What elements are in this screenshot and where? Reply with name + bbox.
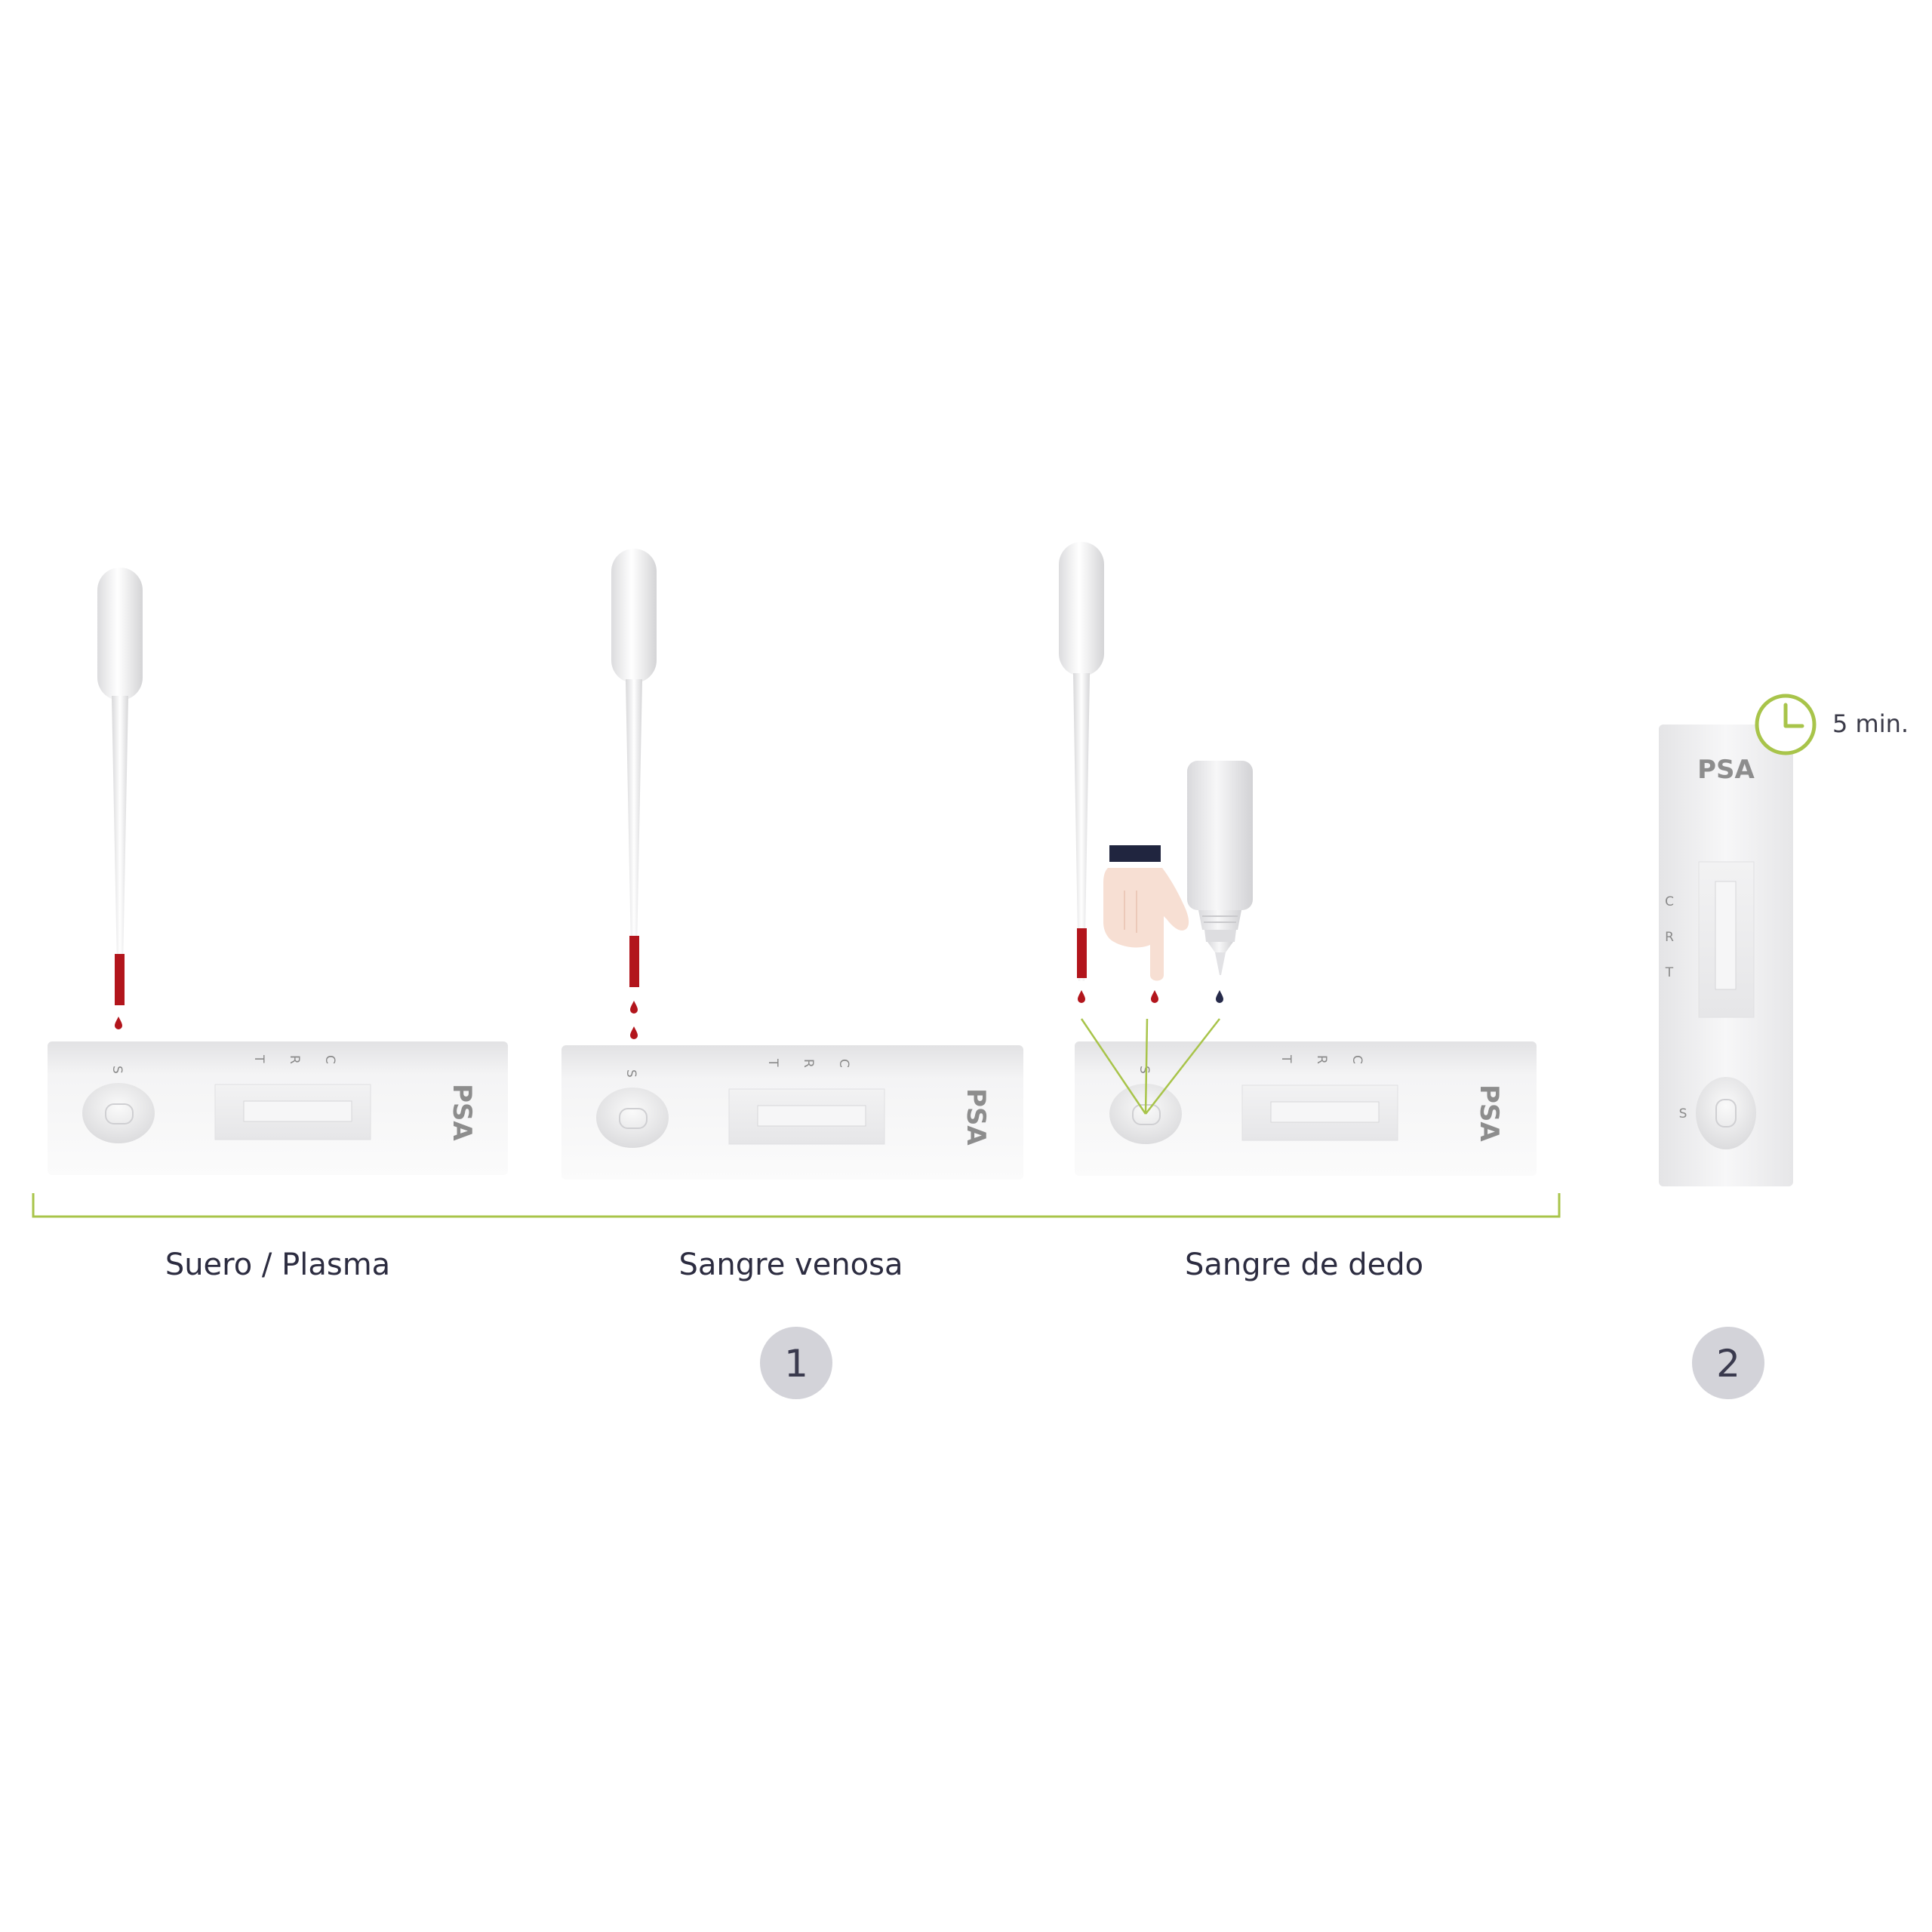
letter-c: C	[1665, 894, 1674, 909]
timer-label: 5 min.	[1832, 709, 1909, 738]
test-cassette: S T R C PSA	[1075, 1041, 1537, 1176]
device-name: PSA	[961, 1088, 991, 1146]
blood-drop-icon	[630, 1001, 638, 1014]
sample-letter: S	[109, 1066, 125, 1074]
svg-text:2: 2	[1716, 1342, 1740, 1386]
step2-cassette: PSA C R T S	[1659, 724, 1793, 1186]
blood-drop-icon	[1078, 990, 1085, 1003]
dropper-bottle-icon	[1187, 761, 1253, 975]
sample-fingertip-blood: S T R C PSA Sangre de dedo	[1059, 542, 1537, 1282]
letter-r: R	[287, 1055, 302, 1064]
caption-serum-plasma: Suero / Plasma	[165, 1247, 390, 1282]
caption-fingertip-blood: Sangre de dedo	[1185, 1247, 1423, 1282]
sample-letter: S	[1679, 1106, 1687, 1121]
sample-well	[1696, 1077, 1756, 1149]
step2-badge: 2	[1692, 1327, 1764, 1399]
device-name: PSA	[1697, 755, 1755, 785]
caption-venous-blood: Sangre venosa	[679, 1247, 903, 1282]
buffer-drop-icon	[1216, 990, 1223, 1003]
pipette-icon	[611, 549, 657, 987]
letter-c: C	[322, 1055, 337, 1064]
pipette-icon	[1059, 542, 1104, 981]
blood-drop-icon	[630, 1026, 638, 1039]
letter-t: T	[765, 1058, 780, 1067]
blood-drop-icon	[115, 1017, 122, 1029]
letter-r: R	[1314, 1055, 1329, 1064]
sample-well	[596, 1088, 669, 1148]
sample-well	[82, 1083, 155, 1143]
letter-t: T	[251, 1054, 266, 1063]
letter-c: C	[1349, 1055, 1364, 1064]
blood-drop-icon	[1151, 990, 1158, 1003]
letter-r: R	[801, 1059, 816, 1068]
letter-t: T	[1278, 1054, 1294, 1063]
letter-t: T	[1665, 965, 1674, 980]
test-cassette: S T R C PSA	[561, 1045, 1023, 1180]
finger-icon	[1103, 845, 1189, 981]
letter-c: C	[836, 1059, 851, 1068]
pipette-icon	[97, 568, 143, 1005]
application-guide-lines	[1080, 1018, 1220, 1115]
sample-letter: S	[1137, 1066, 1152, 1074]
clock-icon	[1755, 694, 1817, 755]
sample-venous-blood: S T R C PSA Sangre venosa	[561, 549, 1023, 1282]
letter-r: R	[1665, 930, 1674, 945]
sample-serum-plasma: S T R C PSA Suero / Plasma	[48, 568, 508, 1282]
device-name: PSA	[447, 1084, 477, 1141]
svg-text:1: 1	[784, 1342, 808, 1386]
step1-bracket	[32, 1193, 1561, 1218]
device-name: PSA	[1474, 1084, 1504, 1142]
sample-letter: S	[623, 1069, 638, 1078]
step1-badge: 1	[760, 1327, 832, 1399]
test-cassette: S T R C PSA	[48, 1041, 508, 1175]
